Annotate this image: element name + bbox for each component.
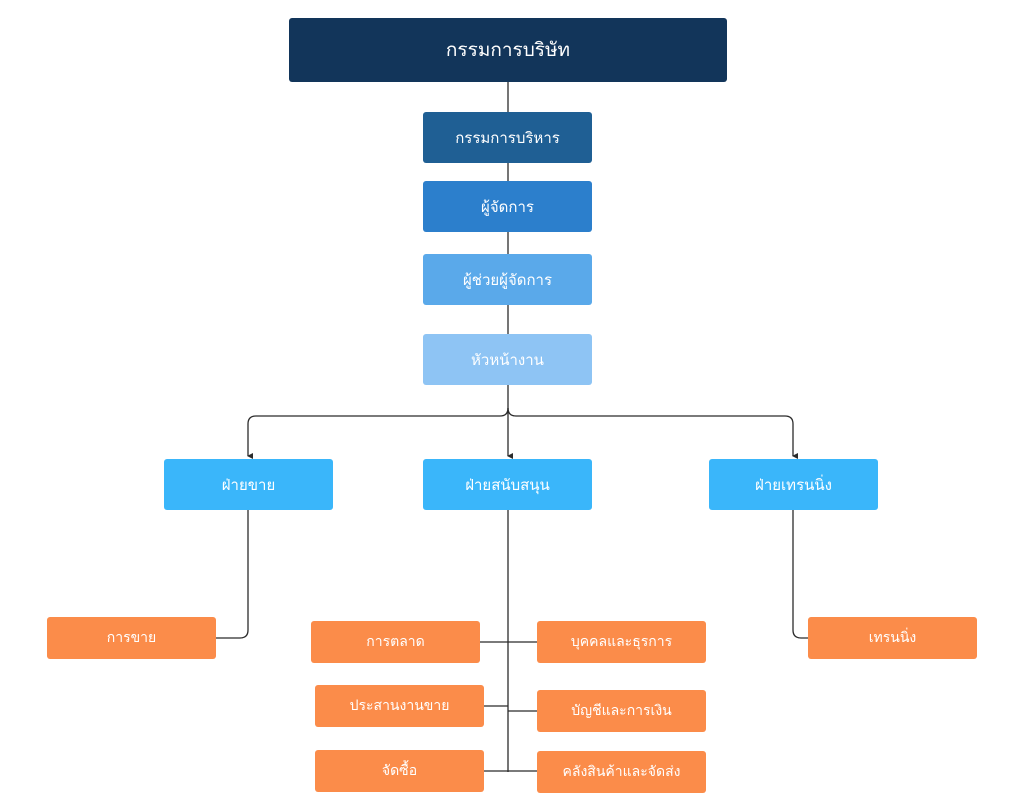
hr-admin-unit-label: บุคคลและธุรการ — [570, 634, 673, 650]
connector-split-training — [507, 407, 798, 459]
board-of-directors-box: กรรมการบริษัท — [289, 18, 727, 82]
supervisor-label: หัวหน้างาน — [471, 350, 544, 369]
hr-admin-unit-box: บุคคลและธุรการ — [537, 621, 706, 663]
executive-committee-label: กรรมการบริหาร — [455, 128, 560, 147]
connector-sales-unit — [216, 510, 249, 639]
training-unit-label: เทรนนิ่ง — [868, 630, 917, 646]
supervisor-box: หัวหน้างาน — [423, 334, 592, 385]
warehouse-shipping-unit-box: คลังสินค้าและจัดส่ง — [537, 751, 706, 793]
training-department-box: ฝ่ายเทรนนิ่ง — [709, 459, 878, 510]
warehouse-shipping-unit-label: คลังสินค้าและจัดส่ง — [562, 764, 681, 780]
sales-unit-label: การขาย — [106, 630, 157, 646]
manager-label: ผู้จัดการ — [481, 197, 534, 216]
sales-unit-box: การขาย — [47, 617, 216, 659]
support-department-box: ฝ่ายสนับสนุน — [423, 459, 592, 510]
purchasing-unit-label: จัดซื้อ — [381, 763, 418, 779]
sales-department-label: ฝ่ายขาย — [221, 475, 276, 494]
accounting-finance-unit-label: บัญชีและการเงิน — [571, 703, 672, 719]
sales-coordination-unit-box: ประสานงานขาย — [315, 685, 484, 727]
marketing-unit-label: การตลาด — [366, 634, 425, 650]
connector-training-unit — [792, 510, 808, 639]
manager-box: ผู้จัดการ — [423, 181, 592, 232]
connector-supervisor-split — [247, 385, 509, 459]
support-department-label: ฝ่ายสนับสนุน — [465, 475, 550, 494]
sales-department-box: ฝ่ายขาย — [164, 459, 333, 510]
assistant-manager-label: ผู้ช่วยผู้จัดการ — [462, 270, 553, 289]
purchasing-unit-box: จัดซื้อ — [315, 750, 484, 792]
accounting-finance-unit-box: บัญชีและการเงิน — [537, 690, 706, 732]
training-unit-box: เทรนนิ่ง — [808, 617, 977, 659]
training-department-label: ฝ่ายเทรนนิ่ง — [755, 475, 832, 494]
executive-committee-box: กรรมการบริหาร — [423, 112, 592, 163]
board-of-directors-label: กรรมการบริษัท — [445, 39, 571, 61]
marketing-unit-box: การตลาด — [311, 621, 480, 663]
sales-coordination-unit-label: ประสานงานขาย — [349, 698, 450, 714]
assistant-manager-box: ผู้ช่วยผู้จัดการ — [423, 254, 592, 305]
